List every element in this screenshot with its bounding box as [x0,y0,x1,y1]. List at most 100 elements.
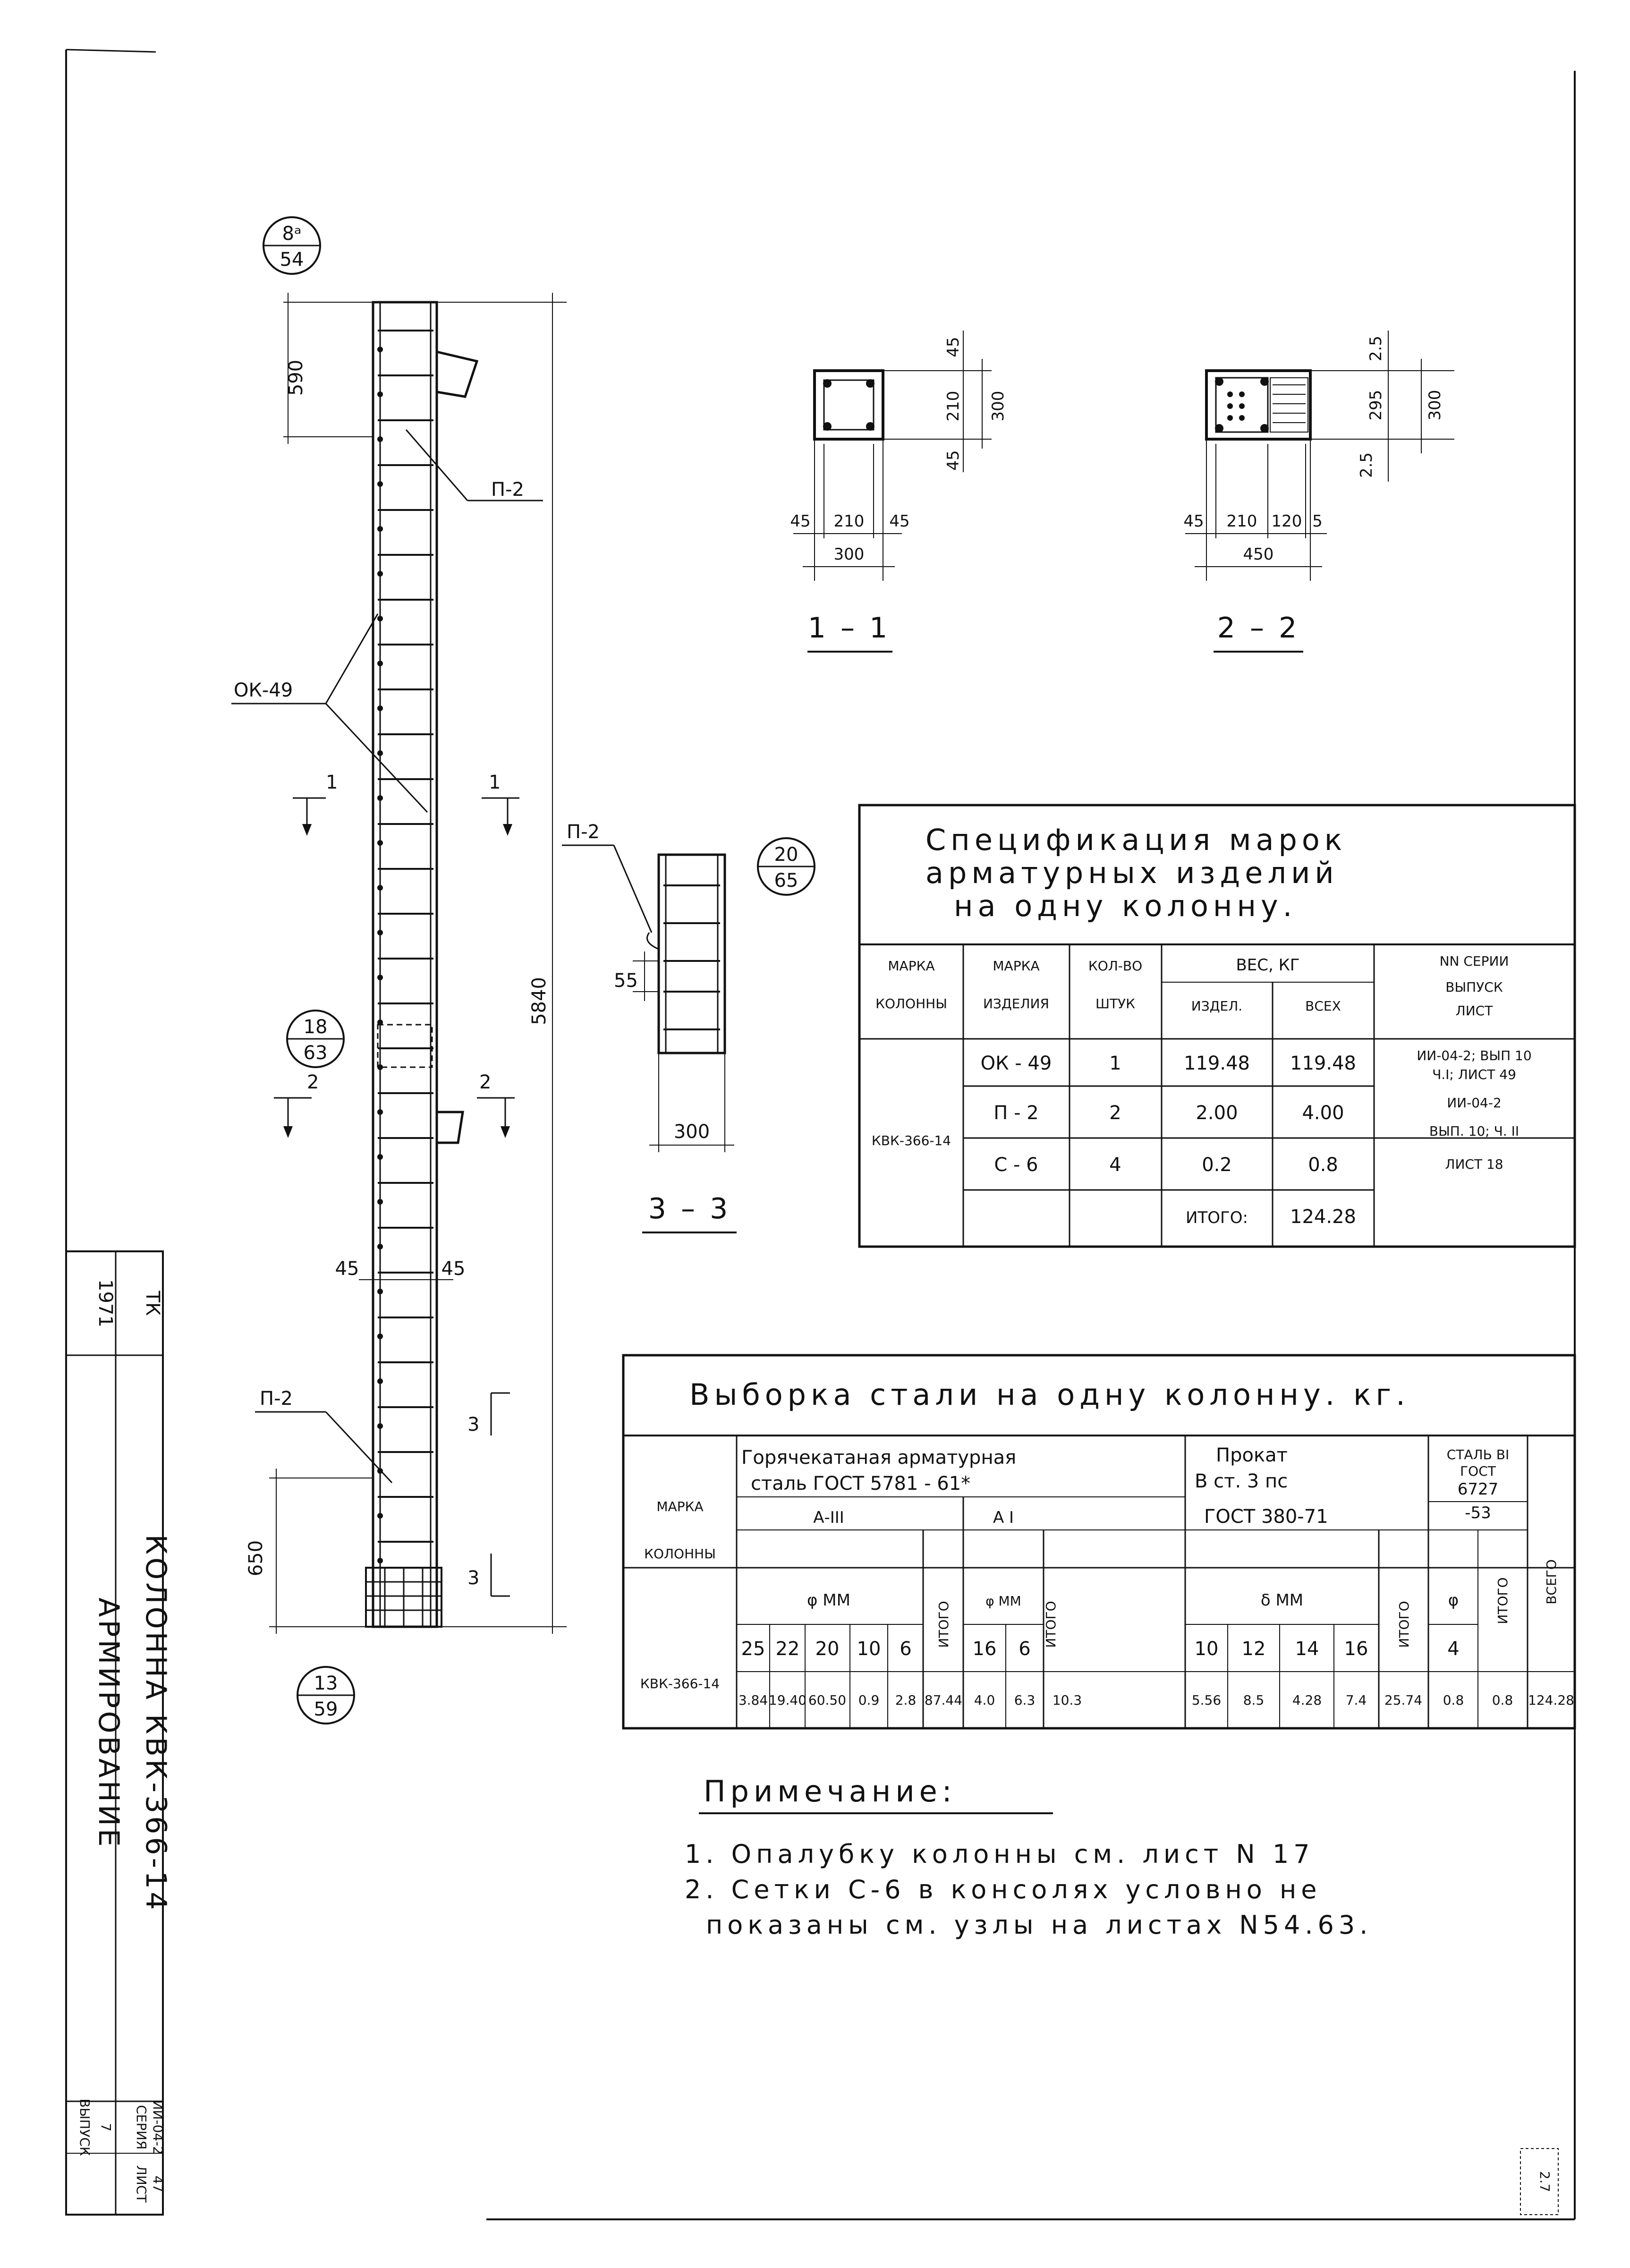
svg-text:210: 210 [834,512,865,531]
svg-text:δ ММ: δ ММ [1261,1591,1303,1610]
svg-text:4.0: 4.0 [974,1692,995,1708]
bar-dot [377,661,383,666]
svg-text:210: 210 [1227,512,1257,531]
svg-text:2.5: 2.5 [1367,336,1385,361]
bar-dot [377,347,383,352]
cut-2-right-label: 2 [479,1071,491,1093]
section-1-1-title: 1 – 1 [808,612,891,645]
svg-text:16: 16 [1344,1638,1368,1660]
title-subject: АРМИРОВАНИЕ [92,1597,125,1849]
cut-1-left-label: 1 [326,772,338,793]
bar-dot [377,571,383,577]
bar-dot [377,705,383,711]
svg-text:ЛИСТ 18: ЛИСТ 18 [1445,1156,1503,1172]
svg-text:КОЛОННЫ: КОЛОННЫ [875,996,947,1011]
steel-row-mark: КВК-366-14 [640,1676,720,1691]
svg-text:Горячекатаная арматурная: Горячекатаная арматурная [741,1447,1016,1469]
svg-text:МАРКА: МАРКА [656,1499,703,1514]
bar-dot [377,1334,383,1339]
svg-text:10: 10 [1195,1638,1219,1660]
svg-text:300: 300 [989,391,1008,422]
dim-total-5840: 5840 [528,977,550,1025]
svg-text:0.8: 0.8 [1308,1154,1338,1176]
svg-text:А-ӀӀӀ: А-ӀӀӀ [813,1508,844,1527]
svg-text:6: 6 [900,1638,911,1660]
bar-dot [377,616,383,621]
svg-text:45: 45 [944,337,963,357]
cut-2-marks: 2 2 [274,1071,515,1138]
bar-dot [377,1199,383,1205]
svg-text:КОЛОННЫ: КОЛОННЫ [644,1546,716,1562]
svg-text:ЛИСТ: ЛИСТ [134,2166,149,2203]
spec-total-value: 124.28 [1290,1206,1356,1228]
bar-dot [377,481,383,487]
svg-text:10.3: 10.3 [1053,1692,1082,1708]
svg-text:3.84: 3.84 [739,1692,768,1708]
svg-text:45: 45 [790,512,810,531]
bar-dot [377,885,383,891]
svg-text:0.2: 0.2 [1202,1154,1232,1176]
svg-text:25.74: 25.74 [1384,1692,1422,1708]
svg-text:А Ӏ: А Ӏ [993,1508,1014,1527]
svg-text:59: 59 [314,1699,338,1720]
svg-text:С - 6: С - 6 [994,1154,1038,1176]
section-2-2-title: 2 – 2 [1217,612,1300,645]
title-org: ТК [142,1291,163,1316]
svg-text:2: 2 [1109,1102,1121,1124]
svg-text:47: 47 [150,2175,166,2192]
bar-dot [377,1558,383,1563]
corbel-mesh-hatch [1273,384,1306,423]
svg-text:ВЫП. 10; Ч. ӀӀ: ВЫП. 10; Ч. ӀӀ [1429,1123,1519,1139]
svg-text:8.5: 8.5 [1243,1692,1265,1708]
notes: Примечание: 1. Опалубку колонны см. лист… [685,1774,1372,1940]
bar-dot [377,975,383,980]
svg-text:Ч.Ӏ; ЛИСТ 49: Ч.Ӏ; ЛИСТ 49 [1432,1067,1516,1082]
svg-text:210: 210 [944,391,963,422]
svg-text:6727: 6727 [1458,1480,1499,1499]
bar-dot [377,1289,383,1294]
dim-left-45: 45 [335,1258,359,1280]
svg-text:12: 12 [1242,1638,1266,1660]
svg-text:45: 45 [944,450,963,470]
svg-text:60.50: 60.50 [808,1692,846,1708]
note-3: показаны см. узлы на листах N54.63. [706,1910,1372,1940]
bar-dot [377,1064,383,1070]
svg-text:ИТОГО: ИТОГО [1495,1577,1511,1624]
svg-text:2.00: 2.00 [1196,1102,1238,1124]
section-3-3-title: 3 – 3 [648,1192,731,1225]
svg-text:295: 295 [1367,390,1385,421]
svg-text:ОК - 49: ОК - 49 [981,1053,1052,1074]
bar-dot [377,1513,383,1519]
cut-1-marks: 1 1 [293,772,519,836]
bar-dot [377,391,383,397]
bar-dot [377,1154,383,1160]
svg-text:NN СЕРИИ: NN СЕРИИ [1440,953,1509,969]
cut-3-bottom-label: 3 [467,1567,479,1589]
spec-title-line2: арматурных изделий [925,856,1339,890]
svg-text:СТАЛЬ ВӀ: СТАЛЬ ВӀ [1447,1447,1509,1462]
svg-text:2.5: 2.5 [1357,452,1376,478]
svg-text:119.48: 119.48 [1184,1053,1250,1074]
svg-text:φ ММ: φ ММ [985,1593,1021,1609]
corner-stamp: 2.7 [1520,2148,1559,2215]
svg-text:5: 5 [1312,512,1323,531]
steel-total-vertical: ВСЕГО [1544,1559,1559,1605]
svg-text:25: 25 [741,1638,765,1660]
svg-text:ЛИСТ: ЛИСТ [1456,1003,1494,1019]
svg-text:КОЛ-ВО: КОЛ-ВО [1088,958,1142,974]
svg-text:ИЗДЕЛ.: ИЗДЕЛ. [1191,998,1242,1014]
column-elevation: 590 5840 650 45 45 П-2 ОК-49 П-2 1 [231,216,567,1724]
svg-text:4.28: 4.28 [1292,1692,1322,1708]
svg-text:8ᵃ: 8ᵃ [282,223,301,245]
svg-text:6: 6 [1019,1638,1030,1660]
svg-text:0.9: 0.9 [858,1692,880,1708]
base-mesh [365,1567,442,1628]
section-3-3: П-2 55 300 3 – 3 20 65 [562,821,815,1233]
callout-18-63: 18 63 [286,1010,345,1068]
dim-right-45: 45 [441,1258,466,1280]
callout-8a-54: 8ᵃ 54 [263,216,321,275]
svg-text:10: 10 [857,1638,881,1660]
steel-title: Выборка стали на одну колонну. кг. [689,1377,1410,1412]
svg-text:6.3: 6.3 [1014,1692,1036,1708]
svg-text:ИИ-04-2: ИИ-04-2 [150,2100,166,2155]
